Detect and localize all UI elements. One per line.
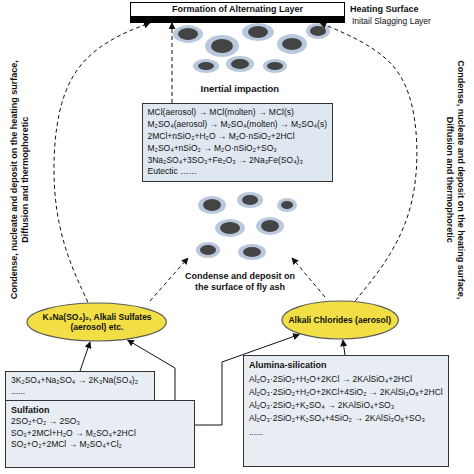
fly-ash-particles-shape [196, 242, 220, 258]
process-arrow [54, 23, 150, 302]
slag-particles-shape [282, 38, 302, 50]
fly-ash-particles-shape [198, 196, 226, 214]
slag-particles-shape [178, 28, 198, 40]
node-text: 2SO₂+O₂ → 2SO₃ [11, 416, 189, 427]
node-text: ...... [249, 426, 443, 439]
slag-particles-shape [226, 56, 254, 72]
aerosol-ellipse: K₃Na(SO₄)₂, Alkali Sulfates (aerosol) et… [26, 302, 167, 342]
slag-particles-shape [211, 39, 233, 53]
fly-ash-particles-shape [238, 244, 266, 260]
box-heading: Alumina-silication [249, 359, 443, 373]
ellipse-shape [27, 303, 166, 341]
heating-surface: Formation of Alternating Layer [130, 2, 345, 23]
fly-ash-particles-shape [277, 198, 297, 212]
reaction-box: Alumina-silicationAl₂O₃·2SiO₂+H₂O+2KCl →… [243, 355, 449, 467]
fly-ash-particles-shape [237, 192, 263, 208]
node-text: Al₂O₃·2SiO₂+H₂O+2KCl+4SiO₂ → 2KAlSi₃O₈+2… [249, 386, 443, 399]
slag-particles-shape [231, 59, 249, 69]
reaction-box: 3K₂SO₄+Na₂SO₄ → 2K₃Na(SO₄)₂...... [5, 371, 155, 401]
fly-ash-particles-shape [261, 220, 279, 232]
ellipse-text: K₃Na(SO₄)₂, Alkali Sulfates (aerosol) et… [41, 312, 153, 332]
node-text: Al₂O₃·2SiO₂+H₂O+2KCl → 2KAlSiO₄+2HCl [249, 373, 443, 386]
slag-particles-shape [248, 26, 268, 38]
fly-ash-particles-shape [243, 247, 261, 257]
process-label: Condense and deposit on the surface of f… [185, 271, 295, 293]
slag-particles-shape [198, 62, 214, 70]
slag-particles [173, 23, 330, 73]
node-text: Alkali Chlorides (aerosol) [288, 315, 391, 325]
fly-ash-particles-shape [200, 245, 216, 255]
fly-ash-particles-shape [215, 219, 245, 237]
node-text: Al₂O₃·2SiO₂+K₂SO₄ → 2KAlSiO₄+SO₃ [249, 399, 443, 412]
fly-ash-particles-shape [281, 201, 293, 209]
fly-ash-particles-shape [256, 217, 284, 235]
reaction-box: MCl(aerosol) → MCl(molten) → MCl(s)M₂SO₄… [142, 103, 333, 182]
box-heading: Sulfation [11, 404, 189, 416]
ellipse-text: Alkali Chlorides (aerosol) [288, 315, 391, 325]
slag-particles-shape [205, 35, 239, 57]
fly-ash-particles-shape [220, 222, 240, 234]
slag-particles-shape [263, 59, 287, 73]
slag-particles-shape [267, 62, 283, 70]
fly-ash-particles [196, 192, 297, 260]
slag-particles-shape [242, 23, 274, 41]
node-text: M₂SO₄(aerosol) → M₂SO₄(molten) → M₂SO₄(s… [148, 119, 327, 131]
side-process-label: Condense, nucleate and deposit on the he… [444, 60, 466, 300]
deposition-arrows-shape [150, 258, 188, 301]
surface-label: Heating Surface [350, 4, 419, 15]
fly-ash-particles-shape [242, 195, 258, 205]
layer-label: Initail Slagging Layer [352, 16, 431, 26]
process-label: Inertial impaction [201, 83, 280, 94]
node-text: M₂SO₄+nSiO₂ → M₂O·nSiO₂+SO₃ [148, 143, 327, 155]
ellipse-shape [282, 301, 398, 339]
node-text: K₃Na(SO₄)₂, Alkali Sulfates (aerosol) et… [41, 312, 153, 332]
node-text: ...... [11, 386, 149, 397]
aerosol-ellipse: Alkali Chlorides (aerosol) [281, 300, 399, 340]
node-text: Eutectic …… [148, 166, 327, 178]
node-text: SO₂+O₂+2MCl → M₂SO₄+Cl₂ [11, 439, 189, 450]
reaction-box: Sulfation2SO₂+O₂ → 2SO₃SO₃+2MCl+H₂O → M₂… [5, 400, 195, 468]
node-text: Al₂O₃·2SiO₂+K₂SO₄+4SiO₂ → 2KAlSi₃O₈+SO₃ [249, 412, 443, 425]
node-text: SO₃+2MCl+H₂O → M₂SO₄+2HCl [11, 428, 189, 439]
node-text: 3Na₂SO₄+3SO₃+Fe₂O₃ → 2Na₃Fe(SO₄)₃ [148, 155, 327, 167]
fly-ash-particles-shape [203, 199, 221, 211]
process-arrow [320, 23, 417, 301]
process-arrow [172, 23, 173, 103]
node-text: Formation of Alternating Layer [133, 4, 342, 15]
deposition-arrows [150, 258, 325, 301]
process-arrow [80, 342, 90, 371]
side-process-label: Condense, nucleate and deposit on the he… [9, 60, 31, 300]
deposition-arrows-shape [292, 258, 325, 297]
slag-particles-shape [310, 26, 326, 36]
slag-particles-shape [193, 59, 219, 73]
node-text: MCl(aerosol) → MCl(molten) → MCl(s) [148, 107, 327, 119]
node-text: 2MCl+nSiO₂+H₂O → M₂O·nSiO₂+2HCl [148, 131, 327, 143]
node-text: 3K₂SO₄+Na₂SO₄ → 2K₃Na(SO₄)₂ [11, 375, 149, 386]
process-arrow [343, 340, 345, 355]
slag-particles-shape [173, 25, 203, 43]
slag-particles-shape [306, 23, 330, 39]
slag-particles-shape [277, 34, 307, 54]
